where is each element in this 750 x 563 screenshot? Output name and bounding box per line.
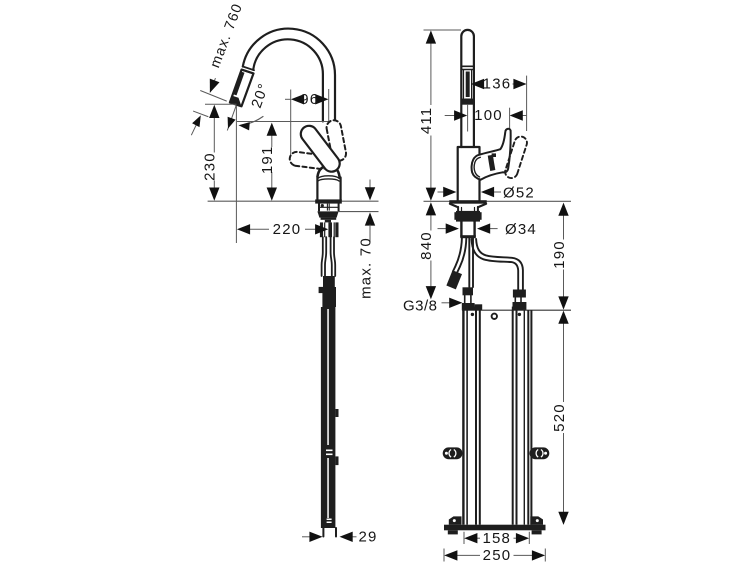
svg-text:G3/8: G3/8 bbox=[403, 298, 438, 315]
svg-text:Ø34: Ø34 bbox=[505, 221, 537, 238]
svg-text:220: 220 bbox=[273, 221, 302, 238]
svg-text:max. 70: max. 70 bbox=[357, 237, 374, 299]
svg-text:191: 191 bbox=[259, 145, 276, 174]
svg-text:230: 230 bbox=[202, 152, 219, 181]
svg-text:96: 96 bbox=[300, 91, 319, 108]
svg-text:190: 190 bbox=[551, 240, 568, 269]
svg-text:100: 100 bbox=[474, 107, 503, 124]
svg-text:136: 136 bbox=[483, 76, 512, 93]
svg-text:Ø52: Ø52 bbox=[503, 185, 535, 202]
svg-text:411: 411 bbox=[418, 107, 435, 135]
svg-text:840: 840 bbox=[418, 231, 435, 260]
svg-text:250: 250 bbox=[483, 547, 512, 563]
svg-text:29: 29 bbox=[358, 529, 377, 546]
svg-text:520: 520 bbox=[551, 403, 568, 432]
svg-text:158: 158 bbox=[482, 530, 511, 547]
